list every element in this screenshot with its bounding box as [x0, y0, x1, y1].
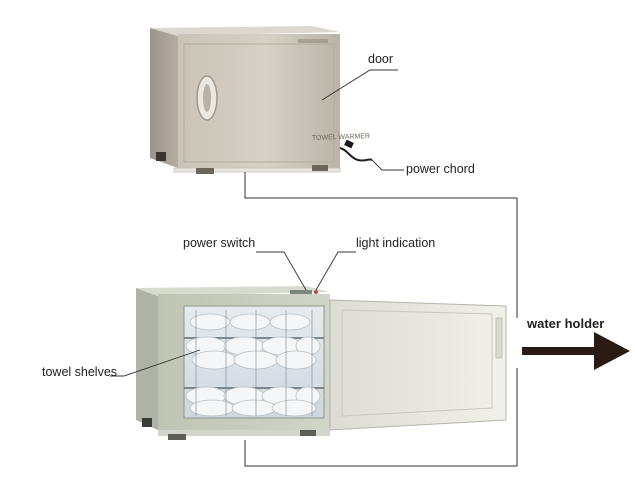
rolled-towel	[229, 313, 271, 331]
cabinet-foot	[196, 168, 214, 174]
power-chord-label: power chord	[406, 162, 475, 176]
cabinet-side-panel	[150, 28, 178, 168]
indicator-light-icon	[314, 290, 318, 294]
cabinet-badge	[298, 39, 328, 43]
open-cabinet-side	[136, 288, 158, 430]
light-indication-label: light indication	[356, 236, 436, 250]
power-plug-icon	[344, 139, 354, 149]
cabinet-base	[173, 167, 341, 173]
top-leader-lines	[321, 69, 404, 171]
door-leader-line	[321, 69, 398, 101]
brand-text: TOWEL WARMER	[312, 133, 370, 142]
water-holder-tray	[495, 317, 503, 359]
rolled-towel	[271, 399, 317, 417]
cabinet-foot	[156, 152, 166, 161]
open-cabinet-foot	[142, 418, 152, 427]
open-cabinet-base	[158, 430, 330, 436]
rolled-towel	[269, 313, 311, 331]
cabinet-door-outline	[183, 43, 335, 163]
open-cabinet-foot	[300, 430, 316, 436]
rolled-towel	[275, 350, 317, 370]
lower-towels	[185, 386, 321, 417]
power-chord-leader-line	[371, 159, 404, 171]
rolled-towel	[191, 350, 237, 370]
open-cabinet	[136, 286, 507, 440]
towel-shelves-label: towel shelves	[42, 365, 118, 379]
door-handle-grip-icon	[203, 84, 211, 112]
power-switch-icon	[290, 290, 312, 294]
rolled-towel	[231, 399, 277, 417]
upper-towels	[185, 313, 321, 370]
open-door-inner-outline	[341, 309, 493, 417]
bottom-leader-lines	[110, 251, 356, 377]
closed-cabinet: TOWEL WARMER	[150, 26, 373, 174]
power-switch-label: power switch	[183, 236, 256, 250]
cabinet-foot	[312, 165, 328, 171]
open-cabinet-top	[136, 286, 330, 296]
light-indication-leader-line	[315, 251, 356, 291]
connector-line-bottom	[244, 368, 518, 467]
rolled-towel	[189, 399, 235, 417]
cabinet-top-panel	[150, 26, 340, 36]
door-label: door	[368, 52, 394, 66]
shelf-wire-grid	[195, 310, 313, 416]
towel-shelves-leader-line	[110, 349, 201, 377]
water-holder-arrow-icon	[522, 332, 630, 370]
water-holder-label: water holder	[527, 316, 605, 331]
open-cabinet-foot	[168, 434, 186, 440]
open-door-panel	[329, 299, 507, 431]
power-cord	[339, 147, 373, 162]
power-switch-leader-line	[256, 251, 307, 291]
connector-line-top	[244, 172, 518, 318]
